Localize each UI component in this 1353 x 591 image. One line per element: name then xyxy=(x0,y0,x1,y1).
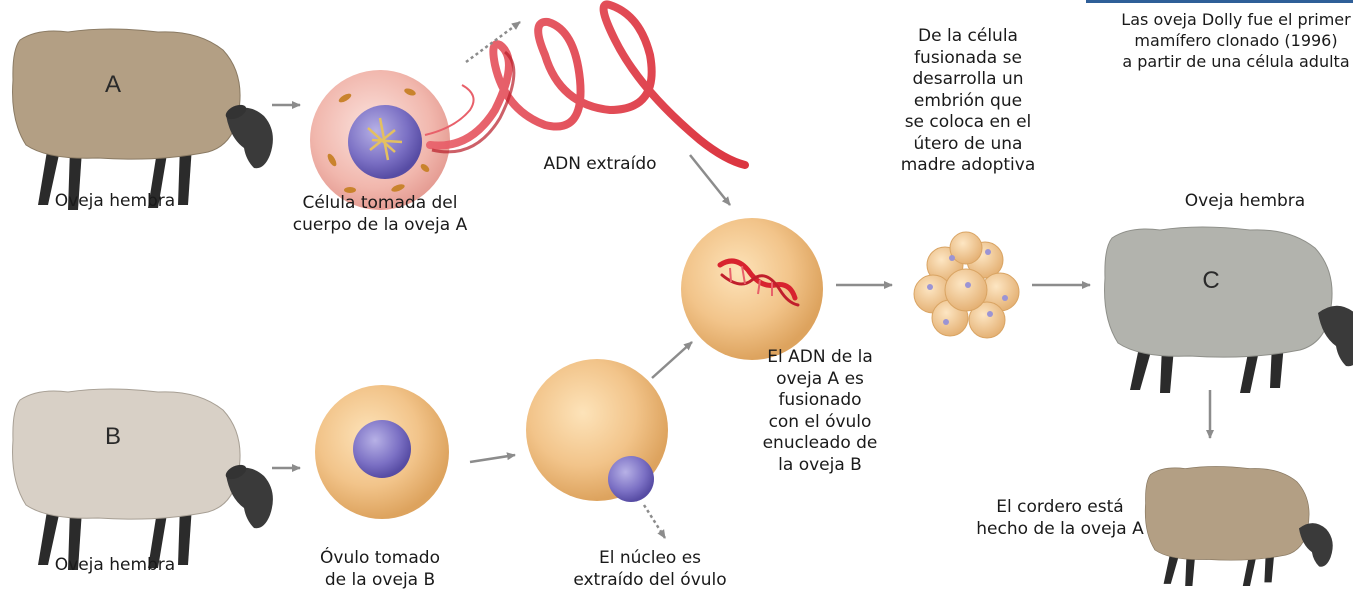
nucleus-out-label-line: extraído del óvulo xyxy=(573,569,727,590)
fusion-label-line: El ADN de la xyxy=(767,347,873,367)
dna-label: ADN extraído xyxy=(543,154,657,174)
embryo-label-line: De la célula xyxy=(918,26,1018,46)
dna-ribbon-icon xyxy=(424,0,749,169)
embryo-label-line: desarrolla un xyxy=(912,69,1024,89)
embryo-label-line: útero de una xyxy=(913,133,1023,154)
lamb xyxy=(1144,466,1333,586)
embryo-label: De la célula fusionada se desarrolla un … xyxy=(898,26,1038,177)
sheep-a-label: Oveja hembra xyxy=(54,191,176,211)
flow-arrows xyxy=(272,20,1214,539)
lamb-label: El cordero está hecho de la oveja A xyxy=(960,497,1160,540)
sheep-c-letter: C xyxy=(1202,267,1219,294)
fusion-label-line: oveja A es xyxy=(776,368,864,389)
nucleus-out-label-line: El núcleo es xyxy=(598,548,702,568)
removed-nucleus xyxy=(608,456,654,502)
fusion-label-line: la oveja B xyxy=(778,454,862,475)
body-cell-a xyxy=(310,70,450,210)
ovum-b-label-line: de la oveja B xyxy=(324,569,436,590)
fusion-label-line: fusionado xyxy=(778,390,862,410)
sheep-b-letter: B xyxy=(105,423,121,450)
dolly-note-line: Las oveja Dolly fue el primer xyxy=(1121,10,1351,29)
embryo-label-line: se coloca en el xyxy=(904,112,1032,132)
embryo-icon xyxy=(913,231,1020,339)
dolly-note-line: mamífero clonado (1996) xyxy=(1134,31,1338,50)
ovum-b xyxy=(315,385,449,519)
fusion-label: El ADN de la oveja A es fusionado con el… xyxy=(755,347,885,476)
sheep-c-label: Oveja hembra xyxy=(1184,191,1306,211)
dolly-note: Las oveja Dolly fue el primer mamífero c… xyxy=(1086,0,1353,72)
ovum-b-label-line: Óvulo tomado xyxy=(320,548,440,568)
cell-a-label-line: Célula tomada del xyxy=(302,193,458,213)
cell-a-label-line: cuerpo de la oveja A xyxy=(292,214,468,235)
fused-cell xyxy=(681,218,823,360)
lamb-label-line: hecho de la oveja A xyxy=(976,518,1144,539)
cell-a-label: Célula tomada del cuerpo de la oveja A xyxy=(280,193,480,236)
sheep-c xyxy=(1104,226,1353,393)
sheep-b xyxy=(12,388,273,570)
embryo-label-line: madre adoptiva xyxy=(900,155,1036,175)
sheep-b-label: Oveja hembra xyxy=(54,555,176,575)
ovum-b-label: Óvulo tomado de la oveja B xyxy=(300,548,460,591)
embryo-label-line: embrión que xyxy=(913,90,1023,111)
embryo-label-line: fusionada se xyxy=(914,47,1022,68)
lamb-label-line: El cordero está xyxy=(996,497,1124,517)
fusion-label-line: con el óvulo xyxy=(768,411,872,432)
enucleated-ovum xyxy=(526,359,668,502)
nucleus-out-label: El núcleo es extraído del óvulo xyxy=(560,548,740,591)
sheep-a-letter: A xyxy=(105,71,121,98)
fusion-label-line: enucleado de xyxy=(762,433,878,453)
sheep-a xyxy=(12,28,273,210)
dolly-note-line: a partir de una célula adulta xyxy=(1122,52,1350,71)
